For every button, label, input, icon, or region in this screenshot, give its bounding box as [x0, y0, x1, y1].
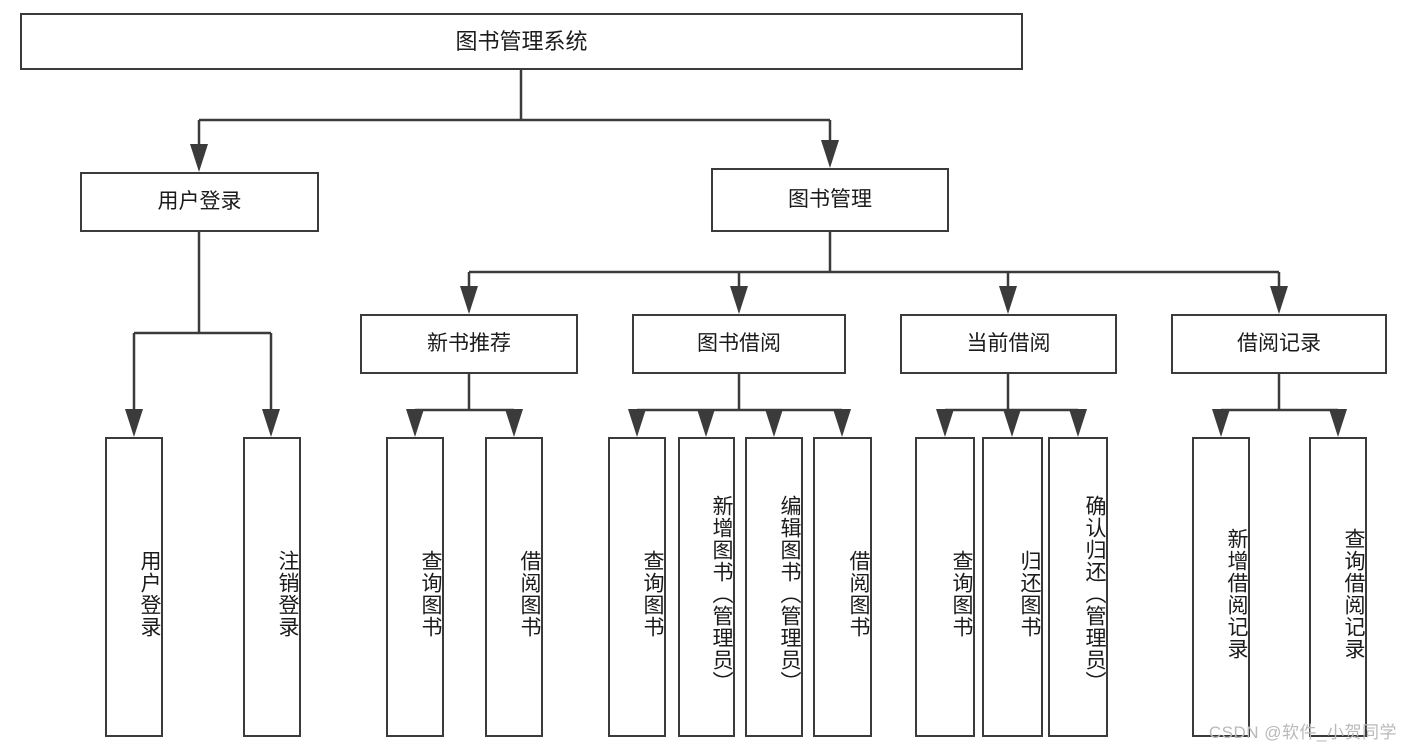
leaf-user-login-logout[interactable]: 注销登录 — [243, 437, 301, 737]
leaf-current-borrow-return[interactable]: 归还图书 — [982, 437, 1043, 737]
leaf-book-borrow-query[interactable]: 查询图书 — [608, 437, 666, 737]
node-label: 注销登录 — [276, 550, 299, 638]
node-label: 新增借阅记录 — [1225, 528, 1248, 660]
arrowhead-current-borrow — [999, 286, 1017, 314]
arrowhead-cb-leaf2 — [1003, 409, 1021, 437]
arrowhead-bb-leaf1 — [628, 409, 646, 437]
arrowhead-bb-leaf4 — [833, 409, 851, 437]
node-label: 借阅图书 — [518, 550, 541, 638]
arrowhead-ul-leaf2 — [262, 409, 280, 437]
arrowhead-new-book — [460, 286, 478, 314]
node-label: 查询图书 — [950, 550, 973, 638]
node-borrow-record[interactable]: 借阅记录 — [1171, 314, 1387, 374]
node-label: 图书管理 — [788, 187, 872, 211]
leaf-current-borrow-confirm-return[interactable]: 确认归还（管理员） — [1048, 437, 1108, 737]
node-label: 借阅图书 — [847, 550, 870, 638]
node-label: 查询借阅记录 — [1342, 528, 1365, 660]
arrowhead-bb-leaf3 — [765, 409, 783, 437]
node-label: 新增图书（管理员） — [710, 495, 733, 693]
arrowhead-borrow-record — [1270, 286, 1288, 314]
arrowhead-cb-leaf3 — [1069, 409, 1087, 437]
node-label: 归还图书 — [1018, 550, 1041, 638]
arrowhead-nb-leaf2 — [505, 409, 523, 437]
node-label: 确认归还（管理员） — [1083, 495, 1106, 693]
leaf-user-login-login[interactable]: 用户登录 — [105, 437, 163, 737]
node-label: 图书管理系统 — [455, 28, 588, 54]
node-root-book-management-system[interactable]: 图书管理系统 — [20, 13, 1023, 70]
node-book-management[interactable]: 图书管理 — [711, 168, 949, 232]
leaf-borrow-record-add[interactable]: 新增借阅记录 — [1192, 437, 1250, 737]
arrowhead-book-manage — [821, 140, 839, 168]
node-label: 新书推荐 — [427, 331, 511, 355]
node-label: 图书借阅 — [697, 331, 781, 355]
node-label: 用户登录 — [157, 189, 242, 213]
watermark-text: CSDN @软件_小贺同学 — [1208, 723, 1397, 742]
node-current-borrow[interactable]: 当前借阅 — [900, 314, 1117, 374]
node-label: 查询图书 — [641, 550, 664, 638]
leaf-new-book-borrow[interactable]: 借阅图书 — [485, 437, 543, 737]
arrowhead-cb-leaf1 — [936, 409, 954, 437]
leaf-book-borrow-borrow[interactable]: 借阅图书 — [813, 437, 872, 737]
node-label: 编辑图书（管理员） — [778, 495, 801, 693]
leaf-borrow-record-query[interactable]: 查询借阅记录 — [1309, 437, 1367, 737]
arrowhead-nb-leaf1 — [406, 409, 424, 437]
node-label: 借阅记录 — [1237, 331, 1321, 355]
arrowhead-br-leaf1 — [1212, 409, 1230, 437]
arrowhead-ul-leaf1 — [125, 409, 143, 437]
leaf-current-borrow-query[interactable]: 查询图书 — [915, 437, 975, 737]
arrowhead-bb-leaf2 — [697, 409, 715, 437]
leaf-book-borrow-edit[interactable]: 编辑图书（管理员） — [745, 437, 803, 737]
node-book-borrow[interactable]: 图书借阅 — [632, 314, 846, 374]
node-label: 查询图书 — [419, 550, 442, 638]
arrowhead-br-leaf2 — [1329, 409, 1347, 437]
leaf-new-book-query[interactable]: 查询图书 — [386, 437, 444, 737]
leaf-book-borrow-add[interactable]: 新增图书（管理员） — [678, 437, 735, 737]
node-label: 当前借阅 — [966, 331, 1051, 355]
arrowhead-book-borrow — [730, 286, 748, 314]
node-user-login[interactable]: 用户登录 — [80, 172, 319, 232]
arrowhead-user-login — [190, 144, 208, 172]
node-new-book-recommend[interactable]: 新书推荐 — [360, 314, 578, 374]
node-label: 用户登录 — [138, 550, 161, 638]
